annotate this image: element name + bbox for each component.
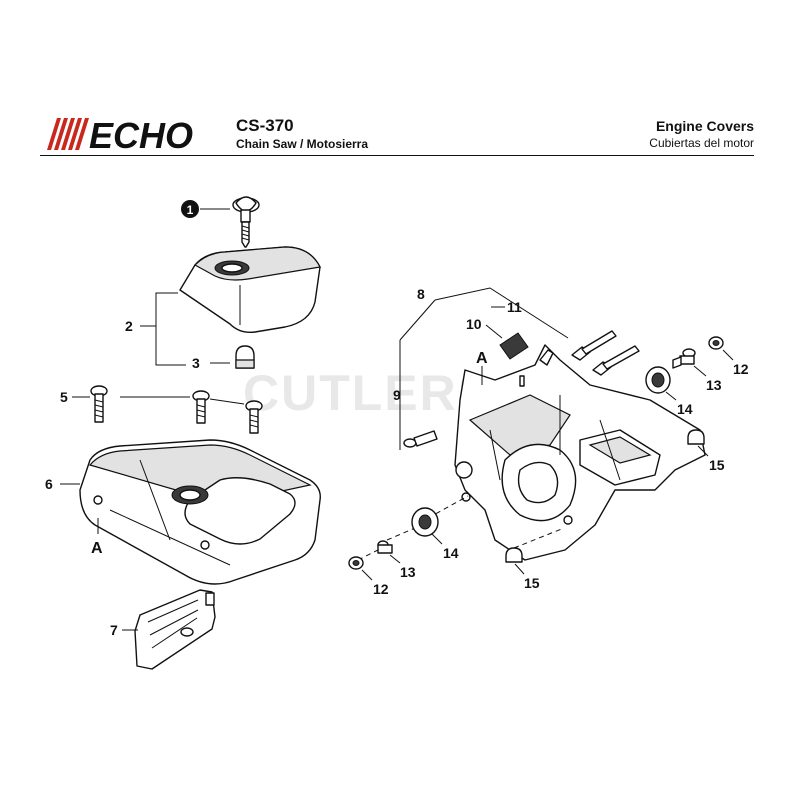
part-14-bearing-right <box>645 366 671 394</box>
callout-11: 11 <box>507 299 522 315</box>
part-7-baffle <box>134 589 216 670</box>
callout-6: 6 <box>45 476 53 492</box>
callout-9: 9 <box>393 387 401 403</box>
crankcase <box>454 344 706 561</box>
part-11-bolts <box>571 330 640 376</box>
callout-14-right: 14 <box>677 401 693 417</box>
part-5-screws <box>90 385 263 434</box>
callout-15-right: 15 <box>709 457 725 473</box>
echo-logo: ECHO <box>47 116 193 152</box>
part-10-label <box>499 332 529 360</box>
callout-5: 5 <box>60 389 68 405</box>
brand-wordmark: ECHO <box>89 116 193 152</box>
part-3-grommet <box>235 345 255 369</box>
callout-12-right: 12 <box>733 361 749 377</box>
part-12-washer-left <box>348 556 364 570</box>
part-15-cap-left <box>505 547 523 563</box>
section-subtitle: Cubiertas del motor <box>649 136 754 150</box>
ref-A-right: A <box>476 350 488 367</box>
callout-10: 10 <box>466 316 482 332</box>
part-6-top-cover <box>79 439 321 585</box>
part-15-cap-right <box>687 429 705 445</box>
section-title: Engine Covers <box>655 118 754 134</box>
header-rule <box>40 155 754 156</box>
part-9-screw <box>403 430 438 448</box>
part-2-air-filter-cover <box>179 246 321 334</box>
part-12-washer-right <box>708 336 724 350</box>
part-13-pin-right <box>672 348 696 369</box>
part-13-pin-left <box>377 540 393 554</box>
callout-2: 2 <box>125 318 133 334</box>
part-1-knob-screw <box>232 196 260 248</box>
callout-12-left: 12 <box>373 581 389 597</box>
callout-1-badge <box>181 200 199 218</box>
part-14-bearing-left <box>411 507 439 537</box>
callout-1: 1 <box>187 203 194 217</box>
callout-3: 3 <box>192 355 200 371</box>
page-header: ECHO CS-370 Chain Saw / Motosierra Engin… <box>40 110 754 156</box>
callout-13-left: 13 <box>400 564 416 580</box>
callout-15-left: 15 <box>524 575 540 591</box>
callout-8: 8 <box>417 286 425 302</box>
watermark: CUTLERS <box>243 365 494 421</box>
model-number: CS-370 <box>236 116 294 135</box>
callout-13-right: 13 <box>706 377 722 393</box>
ref-A-left: A <box>91 540 103 557</box>
callout-7: 7 <box>110 622 118 638</box>
product-subtitle: Chain Saw / Motosierra <box>236 137 369 151</box>
callout-14-left: 14 <box>443 545 459 561</box>
